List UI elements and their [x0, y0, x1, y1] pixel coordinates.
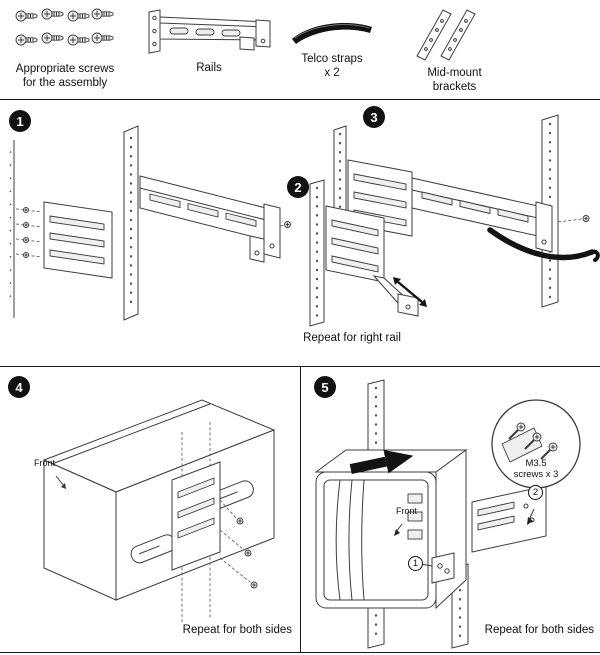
- rails-icon: [148, 9, 271, 54]
- step-5-illustration: [314, 379, 581, 649]
- front-label-step4: Front: [34, 458, 56, 468]
- screws-icon: [15, 8, 114, 46]
- part-rails-label: Rails: [196, 62, 222, 74]
- step-5-badge: 5: [314, 376, 336, 398]
- part-screws: Appropriate screws for the assembly: [5, 8, 125, 90]
- divider-bottom: [0, 652, 600, 653]
- step-2-illustration: [309, 179, 427, 327]
- telco-strap-icon: [292, 23, 372, 44]
- part-telco-straps: Telco straps x 2: [282, 18, 382, 80]
- step1-screws: [22, 206, 30, 259]
- step-4-illustration: [42, 399, 276, 622]
- part-rails: Rails: [142, 5, 276, 76]
- insert-arrow-icon: [349, 449, 414, 474]
- screw-spec-callout: M3.5 screws x 3: [513, 458, 559, 481]
- part-telco-straps-label: Telco straps x 2: [301, 53, 363, 79]
- mid-mount-brackets-icon: [416, 9, 476, 61]
- front-label-step5: Front: [396, 506, 418, 516]
- step-3-badge: 3: [363, 106, 385, 128]
- callout-marker-1: 1: [408, 556, 423, 571]
- step-2-badge: 2: [287, 176, 309, 198]
- divider-vertical: [300, 366, 301, 653]
- step-5-caption: Repeat for both sides: [484, 624, 594, 636]
- part-mid-mount-brackets-label: Mid-mount brackets: [427, 67, 482, 93]
- telco-strap-shape: [292, 23, 372, 44]
- adjust-arrow-icon: [393, 277, 427, 307]
- step-4-badge: 4: [8, 376, 30, 398]
- step-4-caption: Repeat for both sides: [182, 624, 292, 636]
- divider-top: [0, 99, 600, 100]
- step-1-illustration: [9, 125, 291, 321]
- telco-strap-shape: [487, 227, 595, 261]
- part-screws-label: Appropriate screws for the assembly: [15, 63, 115, 89]
- step-2-caption: Repeat for right rail: [303, 332, 401, 344]
- part-mid-mount-brackets: Mid-mount brackets: [392, 4, 517, 94]
- callout-screws: [508, 422, 558, 460]
- callout-marker-2: 2: [528, 485, 543, 500]
- step-1-badge: 1: [9, 110, 31, 132]
